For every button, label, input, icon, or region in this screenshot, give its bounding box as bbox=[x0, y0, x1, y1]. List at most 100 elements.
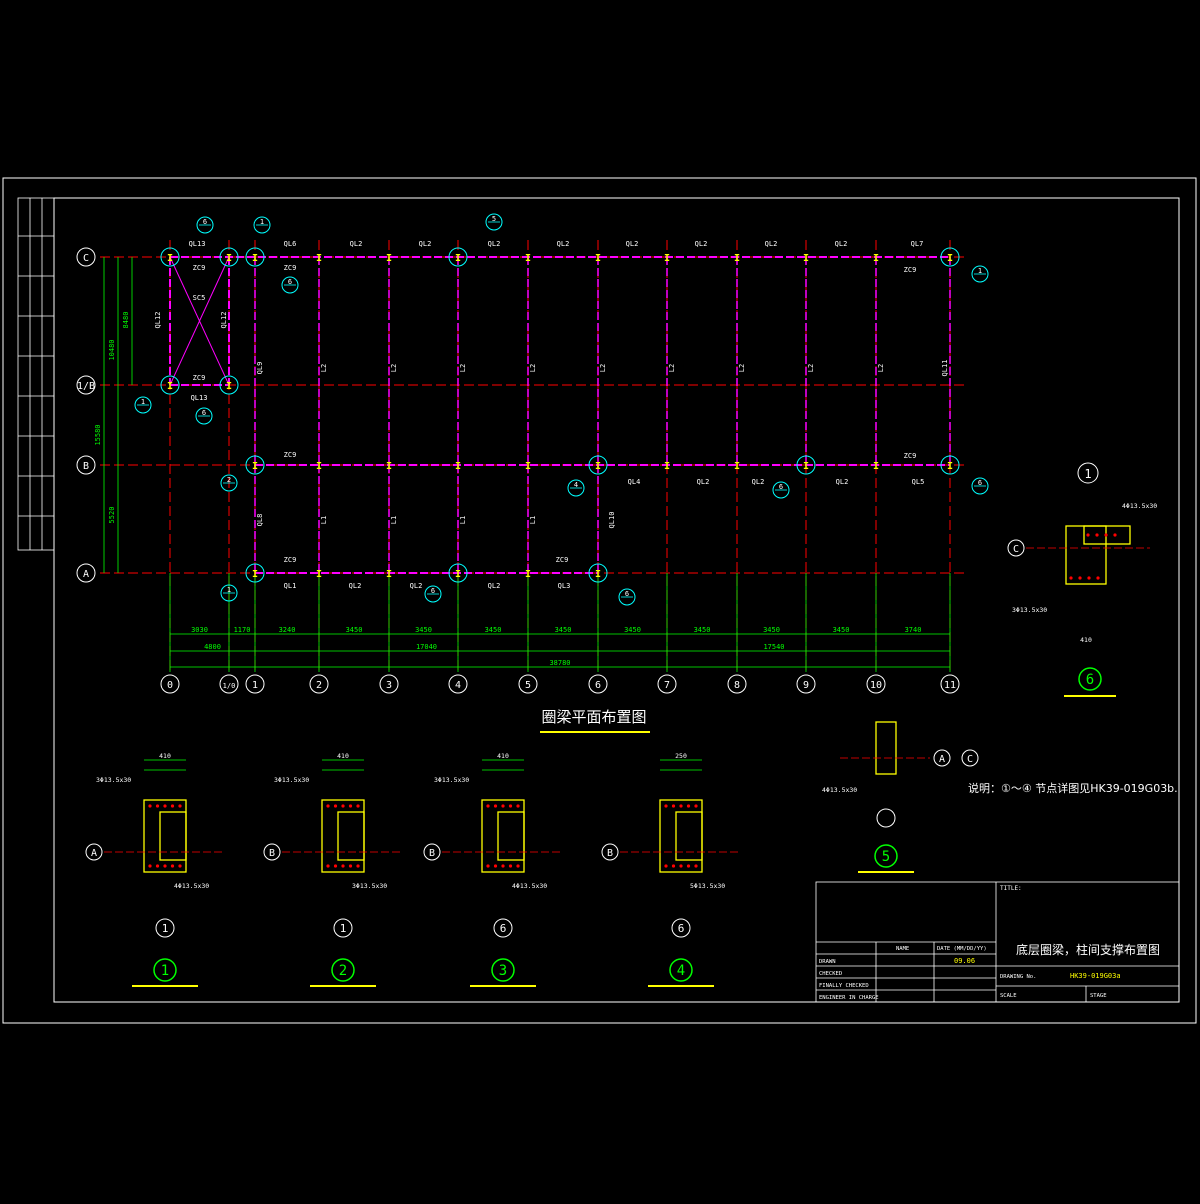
brace-label: ZC9 bbox=[284, 451, 297, 459]
callout-bubble bbox=[220, 474, 238, 492]
col-bubble-label: 0 bbox=[167, 680, 173, 691]
brace-label: ZC9 bbox=[284, 264, 297, 272]
column-marker: I bbox=[595, 569, 601, 580]
tb-date-value: 09.06 bbox=[954, 957, 975, 965]
beam-label: QL3 bbox=[558, 582, 571, 590]
section-outline bbox=[321, 799, 365, 873]
column-marker: I bbox=[664, 253, 670, 264]
callout-number: 1 bbox=[141, 398, 145, 406]
node-circle bbox=[219, 375, 239, 395]
callout-number: 6 bbox=[431, 587, 435, 595]
rebar bbox=[694, 804, 698, 808]
col-bubble-label: 1/0 bbox=[223, 682, 236, 690]
callout-bubble bbox=[220, 584, 238, 602]
column-marker: I bbox=[734, 461, 740, 472]
rebar bbox=[1069, 576, 1073, 580]
callout-bubble bbox=[281, 276, 299, 294]
col-bubble bbox=[588, 674, 608, 694]
callout-number: 1 bbox=[978, 267, 982, 275]
detail-ref-bubble bbox=[155, 918, 175, 938]
col-bubble-label: 7 bbox=[664, 680, 670, 691]
vertical-beam-label: L2 bbox=[529, 364, 537, 372]
rebar bbox=[326, 864, 330, 868]
dim-text: 3450 bbox=[763, 626, 780, 634]
dim-text: 3450 bbox=[555, 626, 572, 634]
col-bubble bbox=[796, 674, 816, 694]
section-inner bbox=[159, 811, 187, 861]
rebar bbox=[508, 804, 513, 808]
dim-text: 3450 bbox=[833, 626, 850, 634]
rebar bbox=[516, 804, 520, 808]
vertical-beam-label: QL8 bbox=[256, 514, 264, 527]
rebar bbox=[1095, 533, 1099, 537]
column-marker: I bbox=[226, 253, 232, 264]
callout-bubble bbox=[971, 477, 989, 495]
beam-label: QL13 bbox=[189, 240, 206, 248]
tb-stage: STAGE bbox=[1090, 993, 1107, 999]
beam-label: QL2 bbox=[349, 582, 362, 590]
column-marker: I bbox=[252, 461, 258, 472]
rebar bbox=[486, 804, 490, 808]
callout-number: 6 bbox=[203, 218, 207, 226]
callout-bubble bbox=[618, 588, 636, 606]
section-outline bbox=[1065, 525, 1107, 585]
column-marker: I bbox=[316, 461, 322, 472]
detail-axis-bubble bbox=[85, 843, 103, 861]
beam-label: QL2 bbox=[752, 478, 765, 486]
rebar bbox=[664, 804, 668, 808]
detail-bars-bottom: 5Φ13.5x30 bbox=[690, 882, 725, 890]
detail-axis-bubble bbox=[263, 843, 281, 861]
col-bubble-label: 10 bbox=[870, 680, 882, 691]
vertical-beam-label: QL10 bbox=[608, 512, 616, 529]
callout-number: 1 bbox=[260, 218, 264, 226]
detail-width: 410 bbox=[1080, 636, 1092, 644]
dim-total: 38780 bbox=[549, 659, 570, 667]
col-bubble bbox=[160, 674, 180, 694]
beam-label: QL2 bbox=[695, 240, 708, 248]
plan-title: 圈梁平面布置图 bbox=[541, 708, 646, 726]
col-bubble-label: 1 bbox=[252, 680, 258, 691]
node-circle bbox=[160, 375, 180, 395]
dim-text: 3030 bbox=[191, 626, 208, 634]
node-circle bbox=[219, 247, 239, 267]
col-bubble-label: 3 bbox=[386, 680, 392, 691]
vertical-beam-label: QL11 bbox=[941, 360, 949, 377]
column-marker: I bbox=[455, 569, 461, 580]
rebar bbox=[348, 804, 353, 808]
row-bubble bbox=[76, 455, 96, 475]
detail-axis-label: C bbox=[967, 754, 973, 765]
node-circle bbox=[940, 247, 960, 267]
tb-checked: CHECKED bbox=[819, 971, 842, 977]
tb-title-label: TITLE: bbox=[1000, 885, 1022, 892]
callout-bubble bbox=[772, 481, 790, 499]
beam-label: QL7 bbox=[911, 240, 924, 248]
tb-drawing-no-label: DRAWING No. bbox=[1000, 974, 1036, 980]
dim-text: 3450 bbox=[694, 626, 711, 634]
beam-label: QL2 bbox=[350, 240, 363, 248]
tb-incharge: ENGINEER IN CHARGE bbox=[819, 995, 879, 1001]
detail-number: 1 bbox=[161, 963, 169, 979]
dim-text: 3240 bbox=[279, 626, 296, 634]
col-bubble bbox=[245, 674, 265, 694]
col-bubble-label: 11 bbox=[944, 680, 956, 691]
col-bubble-label: 8 bbox=[734, 680, 740, 691]
detail-ref-label: 6 bbox=[678, 922, 685, 935]
vertical-beam-label: L2 bbox=[459, 364, 467, 372]
column-marker: I bbox=[167, 381, 173, 392]
detail-ref-label: 6 bbox=[500, 922, 507, 935]
tb-name-label: NAME bbox=[896, 946, 909, 952]
column-marker: I bbox=[873, 461, 879, 472]
rebar bbox=[341, 804, 345, 808]
column-marker: I bbox=[226, 381, 232, 392]
col-bubble bbox=[448, 674, 468, 694]
rebar bbox=[1086, 533, 1090, 537]
rebar bbox=[163, 864, 167, 868]
column-marker: I bbox=[455, 461, 461, 472]
detail-ref-bubble bbox=[333, 918, 353, 938]
detail-bars-top: 3Φ13.5x30 bbox=[96, 776, 131, 784]
column-marker: I bbox=[167, 253, 173, 264]
dim-text: 3450 bbox=[346, 626, 363, 634]
